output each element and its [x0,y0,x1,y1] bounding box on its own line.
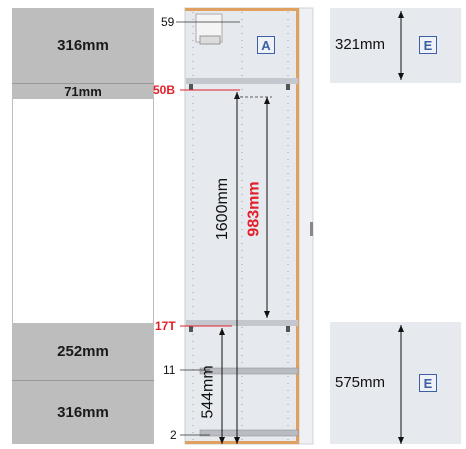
cabinet-tag: A [257,36,275,54]
label-59: 59 [161,15,175,29]
left-opening [12,98,154,324]
dim-1600mm: 1600mm [214,177,232,241]
left-middle-dim: 252mm [57,343,109,360]
left-bottom-dim: 316mm [57,404,109,421]
label-2: 2 [170,428,177,442]
left-divider-block: 71mm [12,83,154,99]
right-top-tag: E [419,36,437,54]
cabinet-tag-letter: A [261,37,271,53]
right-bottom-dim: 575mm [335,374,386,391]
left-bottom-block: 316mm [12,380,154,444]
right-top-dim: 321mm [335,36,386,53]
dim-544mm: 544mm [199,365,217,419]
left-divider-dim: 71mm [64,84,102,99]
dim-983mm: 983mm [245,181,263,237]
label-50b: 50B [153,83,176,97]
left-middle-block: 252mm [12,323,154,380]
right-top-tag-letter: E [423,37,433,53]
label-11: 11 [163,363,176,377]
label-17t: 17T [155,319,176,333]
right-bottom-tag-letter: E [423,375,433,391]
left-top-block: 316mm [12,8,154,83]
left-top-dim: 316mm [57,37,109,54]
right-bottom-tag: E [419,374,437,392]
